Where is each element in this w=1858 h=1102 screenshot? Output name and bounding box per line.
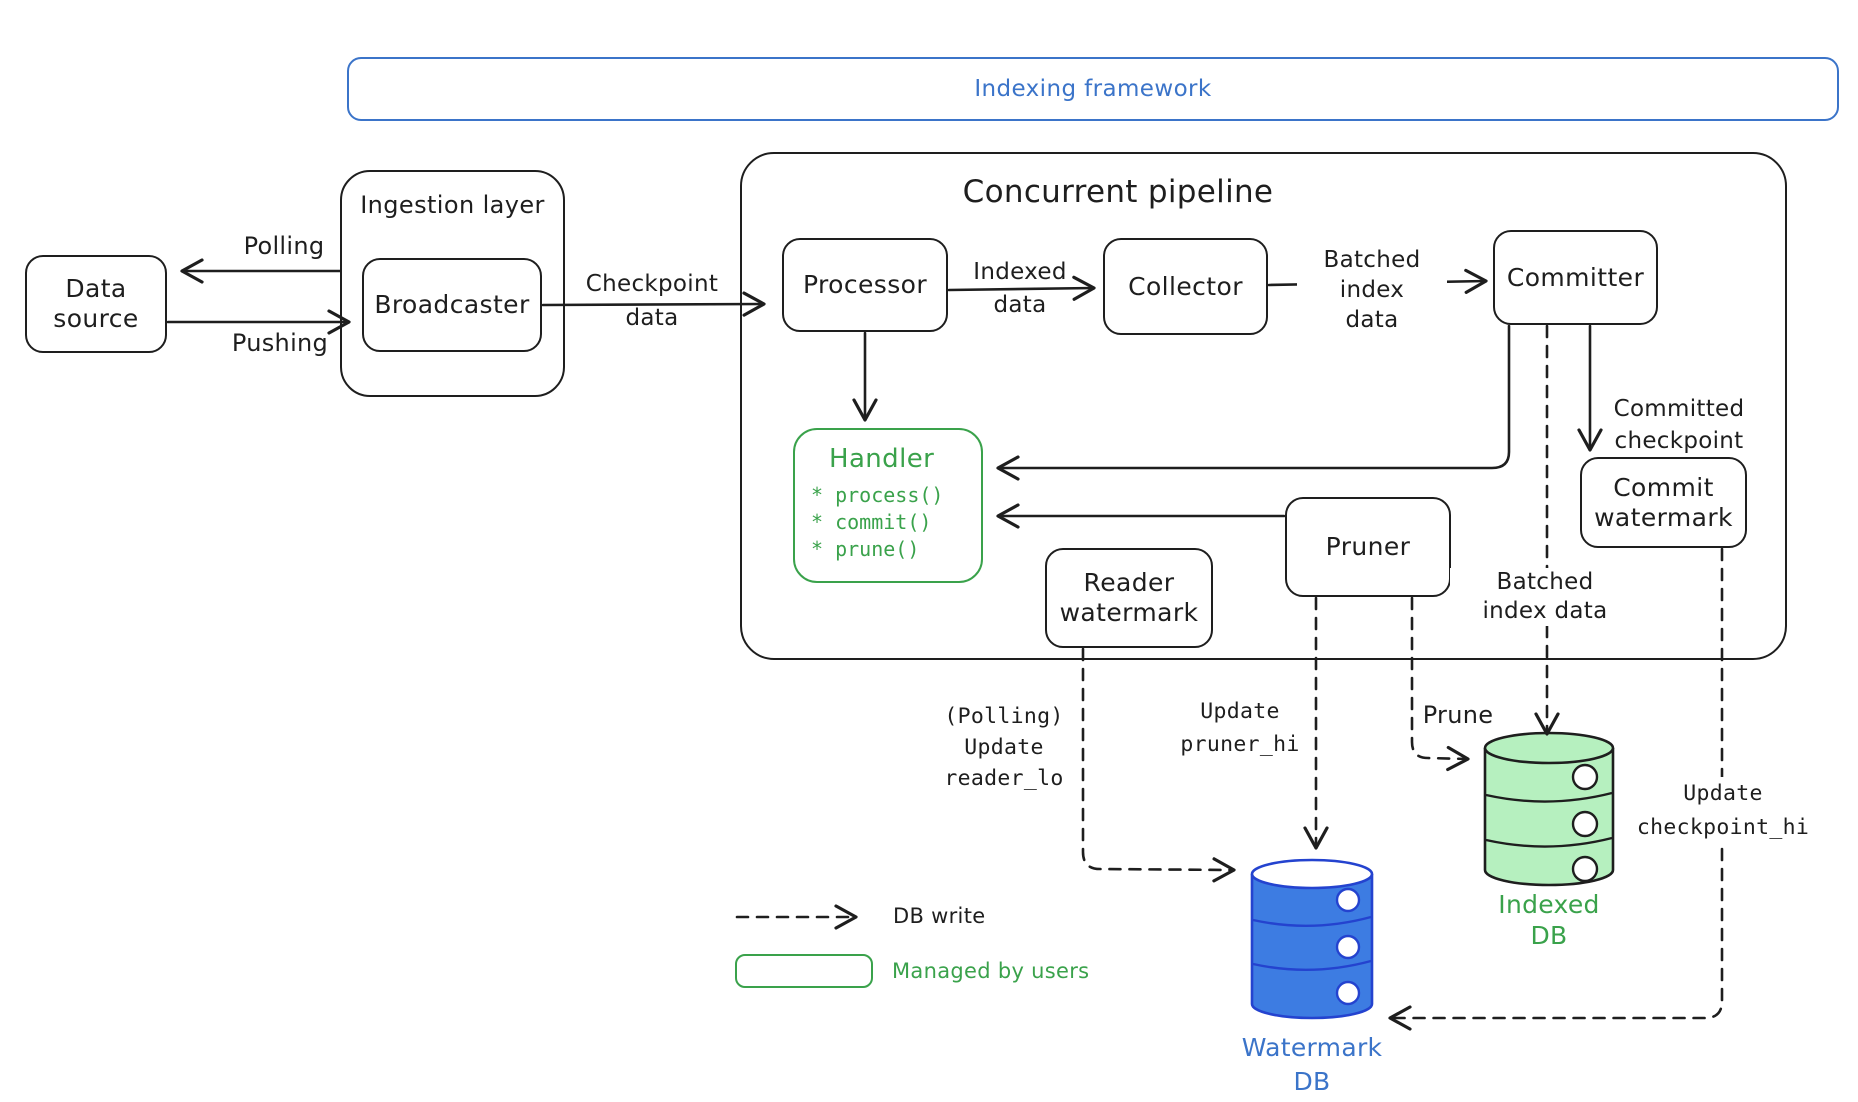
concurrent-pipeline-title: Concurrent pipeline bbox=[962, 174, 1274, 210]
update-reader-lo-label: (Polling) Update reader_lo bbox=[944, 704, 1064, 791]
broadcaster-label: Broadcaster bbox=[374, 290, 530, 319]
watermark-db-cylinder bbox=[1250, 858, 1374, 1020]
update-checkpoint-hi-label: Update checkpoint_hi bbox=[1617, 777, 1829, 845]
ingestion-layer-label: Ingestion layer bbox=[360, 191, 545, 219]
node-broadcaster: Broadcaster bbox=[362, 258, 542, 352]
indexed-data-arrow bbox=[947, 275, 1096, 301]
update-pruner-hi-label: Update pruner_hi bbox=[1180, 699, 1300, 757]
prune-arrow bbox=[1410, 596, 1470, 772]
update-reader-lo-arrow bbox=[1081, 647, 1236, 883]
indexing-framework-title: Indexing framework bbox=[974, 76, 1212, 102]
handler-method-commit: * commit() bbox=[811, 510, 932, 534]
node-handler: Handler * process() * commit() * prune() bbox=[793, 428, 983, 583]
polling-label: Polling bbox=[243, 232, 325, 260]
collector-label: Collector bbox=[1128, 271, 1243, 301]
node-processor: Processor bbox=[782, 238, 948, 332]
checkpoint-data-label: Checkpoint data bbox=[585, 271, 719, 331]
legend-managed-by-users-label: Managed by users bbox=[892, 959, 1090, 983]
commit-watermark-label: Commit watermark bbox=[1594, 472, 1733, 532]
update-checkpoint-hi-arrow bbox=[1388, 547, 1724, 1031]
pushing-label: Pushing bbox=[231, 329, 329, 357]
indexed-db-cylinder bbox=[1483, 731, 1615, 887]
reader-watermark-label: Reader watermark bbox=[1059, 568, 1199, 627]
indexed-data-label: Indexed data bbox=[973, 259, 1067, 318]
prune-label: Prune bbox=[1422, 701, 1494, 729]
legend-db-write-label: DB write bbox=[893, 904, 986, 928]
handler-title: Handler bbox=[829, 444, 935, 474]
node-reader-watermark: Reader watermark bbox=[1045, 548, 1213, 648]
legend-managed-by-users-swatch bbox=[735, 954, 873, 988]
node-concurrent-pipeline bbox=[740, 152, 1787, 660]
node-collector: Collector bbox=[1103, 238, 1268, 335]
batched-index-data-bottom-label: Batched index data bbox=[1450, 568, 1640, 626]
node-data-source: Data source bbox=[25, 255, 167, 353]
processor-label: Processor bbox=[802, 270, 927, 299]
node-ingestion-layer: Ingestion layer bbox=[340, 170, 565, 397]
indexed-db-label: Indexed DB bbox=[1498, 890, 1600, 950]
checkpoint-data-arrow bbox=[541, 291, 766, 317]
watermark-db-label: Watermark DB bbox=[1241, 1033, 1383, 1096]
batched-index-data-top-label: Batched index data bbox=[1297, 245, 1447, 335]
indexing-framework-frame: Indexing framework bbox=[347, 57, 1839, 121]
node-committer: Committer bbox=[1493, 230, 1658, 325]
pruner-label: Pruner bbox=[1325, 532, 1411, 561]
node-commit-watermark: Commit watermark bbox=[1580, 457, 1747, 548]
handler-method-process: * process() bbox=[811, 483, 944, 507]
handler-method-prune: * prune() bbox=[811, 537, 920, 561]
data-source-label: Data source bbox=[53, 274, 139, 333]
committer-to-handler-arrow bbox=[996, 324, 1511, 481]
committer-label: Committer bbox=[1506, 262, 1645, 292]
node-pruner: Pruner bbox=[1285, 497, 1451, 597]
committed-checkpoint-label: Committed checkpoint bbox=[1613, 396, 1745, 454]
